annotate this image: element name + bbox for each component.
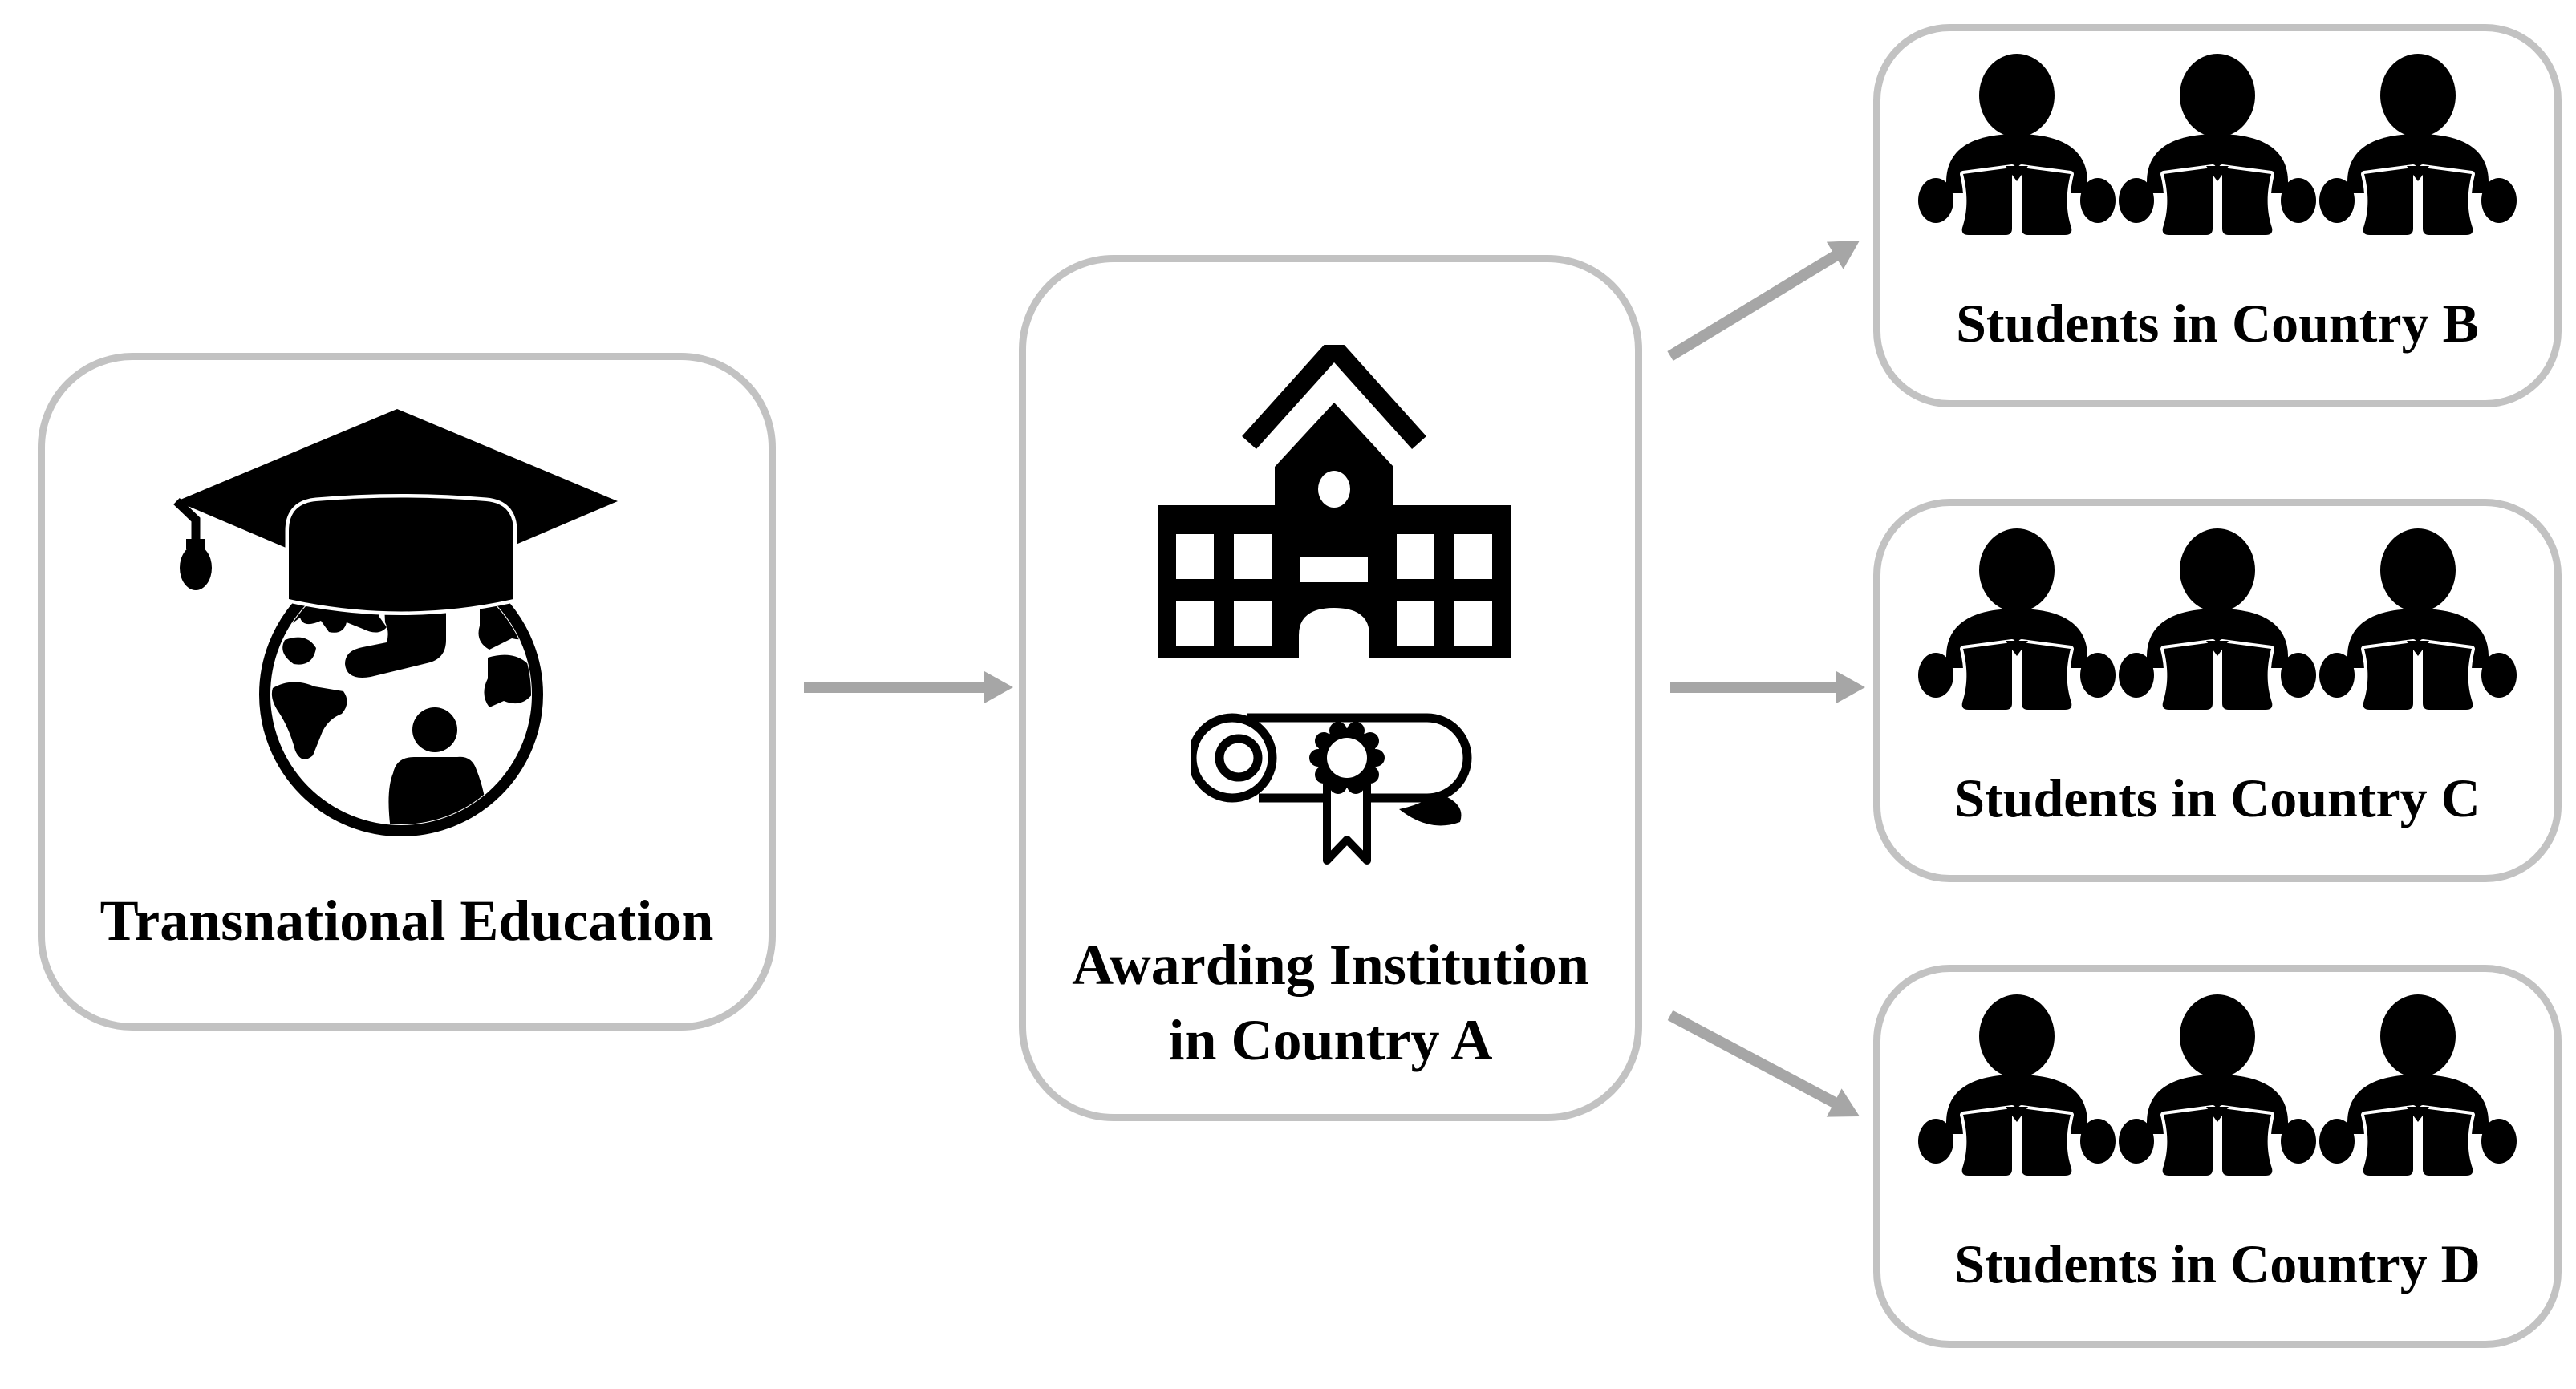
student-reading-icon — [1917, 52, 2116, 238]
transnational-education-label: Transnational Education — [99, 889, 714, 953]
students-icon-row — [1880, 527, 2554, 713]
node-awarding-institution: Awarding Institution in Country A — [1019, 255, 1642, 1121]
arrow-awarding-to-students-d — [1667, 1010, 1860, 1117]
student-reading-icon — [2318, 993, 2517, 1179]
globe-graduation-cap-icon — [144, 377, 658, 870]
node-students-country-b: Students in Country B — [1873, 24, 2562, 407]
student-reading-icon — [2118, 527, 2317, 713]
node-students-country-d: Students in Country D — [1873, 965, 2562, 1348]
students-country-d-label: Students in Country D — [1954, 1233, 2481, 1294]
student-reading-icon — [2318, 527, 2517, 713]
arrow-awarding-to-students-b — [1667, 241, 1860, 361]
awarding-institution-label-line2: in Country A — [1168, 1008, 1493, 1072]
awarding-institution-label-line1: Awarding Institution — [1072, 933, 1589, 997]
diploma-icon — [1191, 708, 1487, 869]
node-transnational-education: Transnational Education — [38, 353, 776, 1031]
students-icon-row — [1880, 52, 2554, 238]
student-reading-icon — [2318, 52, 2517, 238]
node-students-country-c: Students in Country C — [1873, 499, 2562, 882]
students-icon-row — [1880, 993, 2554, 1179]
students-country-b-label: Students in Country B — [1956, 293, 2479, 354]
student-reading-icon — [1917, 993, 2116, 1179]
students-country-c-label: Students in Country C — [1954, 767, 2481, 828]
student-reading-icon — [1917, 527, 2116, 713]
arrow-awarding-to-students-c — [1670, 671, 1865, 703]
arrow-transnational-to-awarding — [804, 671, 1013, 703]
student-reading-icon — [2118, 52, 2317, 238]
school-building-icon — [1158, 345, 1511, 658]
student-reading-icon — [2118, 993, 2317, 1179]
